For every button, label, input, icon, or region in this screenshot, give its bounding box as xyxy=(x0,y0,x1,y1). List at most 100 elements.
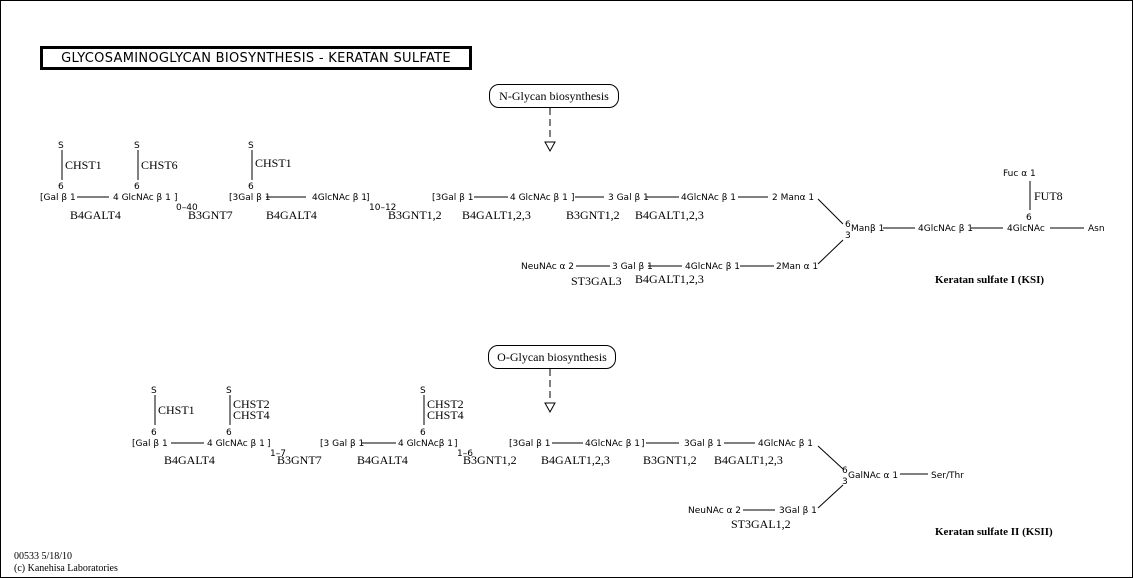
ks1-enzyme-b4galt4-b[interactable]: B4GALT4 xyxy=(266,208,317,222)
ks1-position-3: 6 xyxy=(248,182,254,192)
ks1-position-1: 6 xyxy=(58,182,64,192)
ks1-bracket-2: ] xyxy=(366,193,370,203)
map-title-text: GLYCOSAMINOGLYCAN BIOSYNTHESIS - KERATAN… xyxy=(61,50,451,66)
copyright: (c) Kanehisa Laboratories xyxy=(14,563,118,574)
n-glycan-arrowhead xyxy=(544,141,556,153)
ks2-core-pos-6: 6 xyxy=(842,466,848,476)
ks1-enzyme-chst1-a[interactable]: CHST1 xyxy=(65,158,102,172)
ks2-bracket-3: ] xyxy=(641,439,645,449)
ks1-glcnac-4: 4GlcNAc β 1 xyxy=(681,193,736,203)
ks2-enzyme-st3gal12[interactable]: ST3GAL1,2 xyxy=(731,517,791,531)
ks1-enzyme-b4galt123-b[interactable]: B4GALT1,2,3 xyxy=(635,208,704,222)
ks2-branch-gal: 3Gal β 1 xyxy=(779,506,817,516)
ks2-gal-2: [3 Gal β 1 xyxy=(320,439,364,449)
ks1-gal-2: [3Gal β 1 xyxy=(229,193,270,203)
ks1-label: Keratan sulfate I (KSI) xyxy=(935,274,1044,286)
ks1-enzyme-b4galt4-a[interactable]: B4GALT4 xyxy=(70,208,121,222)
ks1-glcnac-2: 4GlcNAc β 1 xyxy=(312,193,367,203)
ks1-sulfate-2: S xyxy=(134,141,140,151)
ks2-enzyme-chst4-a[interactable]: CHST4 xyxy=(233,408,270,422)
ks2-enzyme-chst2-a[interactable]: CHST2 xyxy=(233,397,270,411)
ks2-position-1: 6 xyxy=(151,428,157,438)
ks1-repeat-2: 10–12 xyxy=(369,203,396,213)
ks1-core-pos-6: 6 xyxy=(845,220,851,230)
ks2-neunac: NeuNAc α 2 xyxy=(688,506,741,516)
ks2-position-3: 6 xyxy=(420,428,426,438)
ks1-glcnac-1: 4 GlcNAc β 1 xyxy=(113,193,171,203)
ks1-enzyme-b3gnt12-a[interactable]: B3GNT1,2 xyxy=(388,208,442,222)
ks1-core-pos-3: 3 xyxy=(845,231,851,241)
ks2-enzyme-b3gnt7[interactable]: B3GNT7 xyxy=(277,453,322,467)
ks2-gal-3: [3Gal β 1 xyxy=(509,439,550,449)
ks2-structure: S S S CHST1 CHST2 CHST4 CHST2 CHST4 6 6 … xyxy=(132,386,1053,538)
ks2-glcnac-3: 4GlcNAc β 1 xyxy=(585,439,640,449)
ks1-man-upper: 2 Manα 1 xyxy=(772,193,814,203)
ks1-branch-glcnac: 4GlcNAc β 1 xyxy=(685,262,740,272)
n-glycan-link-label: N-Glycan biosynthesis xyxy=(499,88,609,103)
ks2-gal-1: [Gal β 1 xyxy=(132,439,168,449)
ks2-branch-lower xyxy=(817,484,844,509)
ks1-bracket-1: ] xyxy=(174,193,178,203)
ks2-label: Keratan sulfate II (KSII) xyxy=(935,526,1053,538)
ks1-enzyme-b4galt123-a[interactable]: B4GALT1,2,3 xyxy=(462,208,531,222)
ks1-enzyme-fut8[interactable]: FUT8 xyxy=(1034,189,1063,203)
ks1-glcnac-3: 4 GlcNAc β 1 xyxy=(510,193,568,203)
ks1-enzyme-b3gnt12-b[interactable]: B3GNT1,2 xyxy=(566,208,620,222)
o-glycan-link-label: O-Glycan biosynthesis xyxy=(497,349,607,364)
ks1-gal-4: 3 Gal β 1 xyxy=(608,193,649,203)
ks1-gal-3: [3Gal β 1 xyxy=(432,193,473,203)
ks2-enzyme-b4galt123-b[interactable]: B4GALT1,2,3 xyxy=(714,453,783,467)
ks2-core-galnac: GalNAc α 1 xyxy=(848,471,898,481)
ks1-neunac: NeuNAc α 2 xyxy=(521,262,574,272)
ks2-enzyme-chst4-b[interactable]: CHST4 xyxy=(427,408,464,422)
ks1-sulfate-3: S xyxy=(248,141,254,151)
ks1-enzyme-chst6[interactable]: CHST6 xyxy=(141,158,178,172)
ks2-ser-thr: Ser/Thr xyxy=(931,471,964,481)
ks1-fucose: Fuc α 1 xyxy=(1003,169,1036,179)
ks2-bracket-2: ] xyxy=(454,439,458,449)
ks2-position-2: 6 xyxy=(226,428,232,438)
ks1-core-man: Manβ 1 xyxy=(851,224,884,234)
o-glycan-pathway-link[interactable]: O-Glycan biosynthesis xyxy=(488,345,616,369)
ks2-repeat-1: 1–7 xyxy=(270,449,286,459)
n-glycan-pathway-link[interactable]: N-Glycan biosynthesis xyxy=(489,84,619,108)
ks2-sulfate-2: S xyxy=(226,386,232,396)
ks1-structure: S S S CHST1 CHST6 CHST1 6 6 6 [Gal β 1 4… xyxy=(40,141,1105,288)
ks2-repeat-2: 1–6 xyxy=(457,449,473,459)
connector-lines xyxy=(61,108,1084,511)
ks1-branch-gal: 3 Gal β 1 xyxy=(612,262,653,272)
ks2-enzyme-chst2-b[interactable]: CHST2 xyxy=(427,397,464,411)
ks2-glcnac-1: 4 GlcNAc β 1 xyxy=(207,439,265,449)
ks2-branch-upper xyxy=(817,445,844,470)
ks2-enzyme-b3gnt12-b[interactable]: B3GNT1,2 xyxy=(643,453,697,467)
ks1-enzyme-b3gnt7[interactable]: B3GNT7 xyxy=(188,208,233,222)
ks2-enzyme-b4galt4-a[interactable]: B4GALT4 xyxy=(164,453,215,467)
ks1-enzyme-st3gal3[interactable]: ST3GAL3 xyxy=(571,274,622,288)
ks1-bracket-3: ] xyxy=(571,193,575,203)
o-glycan-arrowhead xyxy=(544,402,556,414)
ks2-glcnac-2: 4 GlcNAcβ 1 xyxy=(398,439,453,449)
ks2-glcnac-4: 4GlcNAc β 1 xyxy=(758,439,813,449)
map-title: GLYCOSAMINOGLYCAN BIOSYNTHESIS - KERATAN… xyxy=(40,46,472,70)
ks1-core-glcnac-2: 4GlcNAc xyxy=(1007,224,1045,234)
ks2-enzyme-b4galt4-b[interactable]: B4GALT4 xyxy=(357,453,408,467)
ks1-enzyme-chst1-b[interactable]: CHST1 xyxy=(255,156,292,170)
ks2-sulfate-1: S xyxy=(151,386,157,396)
ks2-enzyme-chst1[interactable]: CHST1 xyxy=(158,403,195,417)
ks2-gal-4: 3Gal β 1 xyxy=(684,439,722,449)
ks2-bracket-1: ] xyxy=(267,439,271,449)
ks1-position-2: 6 xyxy=(134,182,140,192)
ks2-enzyme-b3gnt12-a[interactable]: B3GNT1,2 xyxy=(463,453,517,467)
ks1-enzyme-b4galt123-c[interactable]: B4GALT1,2,3 xyxy=(635,272,704,286)
ks1-asn: Asn xyxy=(1088,224,1105,234)
ks2-core-pos-3: 3 xyxy=(842,477,848,487)
ks2-sulfate-3: S xyxy=(420,386,426,396)
ks1-sulfate-1: S xyxy=(58,141,64,151)
ks1-branch-lower xyxy=(817,239,844,265)
ks2-enzyme-b4galt123-a[interactable]: B4GALT1,2,3 xyxy=(541,453,610,467)
map-id: 00533 5/18/10 xyxy=(14,551,72,562)
ks1-gal-1: [Gal β 1 xyxy=(40,193,76,203)
ks1-man-lower: 2Man α 1 xyxy=(776,262,818,272)
ks1-fucose-position: 6 xyxy=(1026,213,1032,223)
ks1-core-glcnac-1: 4GlcNAc β 1 xyxy=(918,224,973,234)
